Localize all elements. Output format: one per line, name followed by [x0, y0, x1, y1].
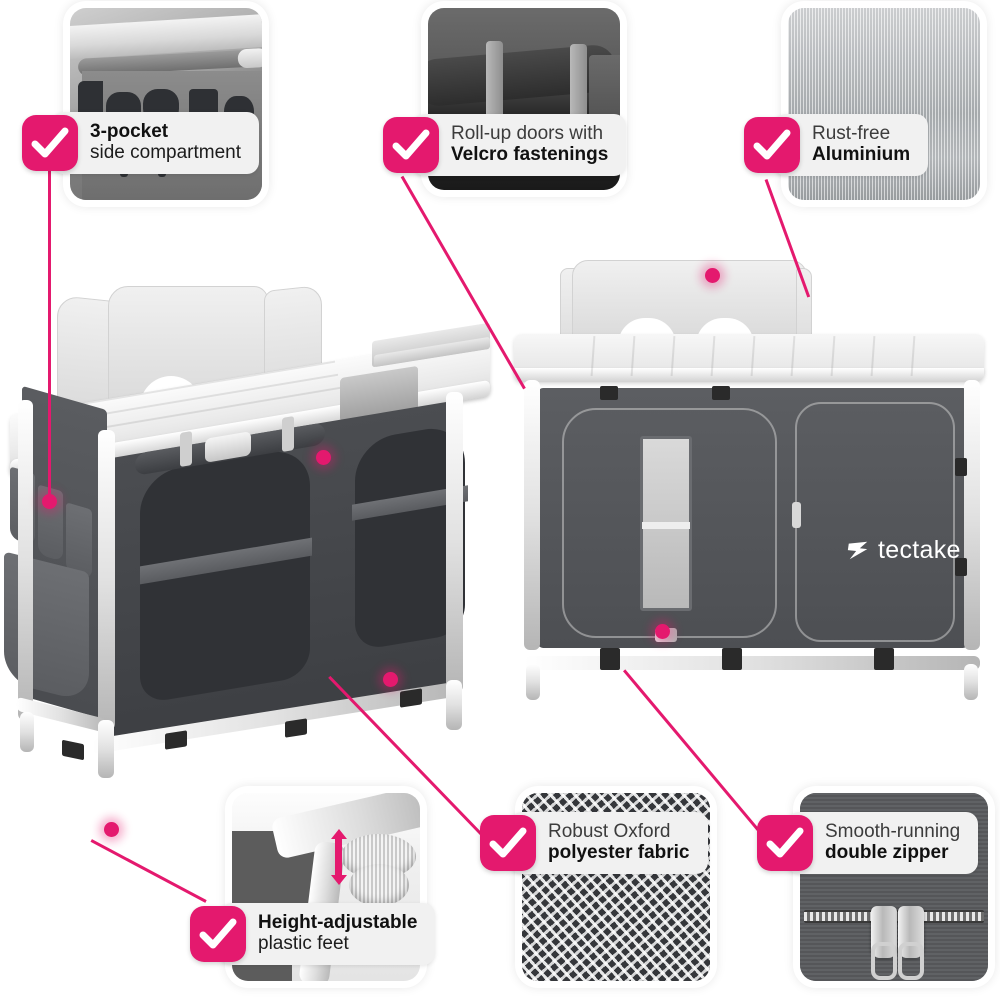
top-clip	[600, 386, 618, 400]
connector-dot-double-zipper	[655, 624, 670, 639]
callout-line-1: Robust Oxford	[548, 821, 671, 842]
callout-double-zipper[interactable]: Smooth-running double zipper	[757, 812, 979, 874]
connector-dot-roll-up-doors	[316, 450, 331, 465]
callout-line-1: Rust-free	[812, 123, 891, 144]
check-icon	[489, 827, 527, 858]
callout-line-1: Smooth-running	[825, 821, 961, 842]
product-camping-kitchen-closed: tectake	[500, 240, 1000, 710]
frame-foot-left	[526, 664, 540, 700]
strap-buckle	[874, 648, 894, 670]
connector-dot-aluminium	[705, 268, 720, 283]
frame-foot-right	[964, 664, 978, 700]
height-adjust-arrow-icon	[335, 838, 343, 876]
connector-dot-oxford-fabric	[383, 672, 398, 687]
callout-aluminium[interactable]: Rust-free Aluminium	[744, 114, 929, 176]
adjustable-foot-base	[348, 864, 409, 906]
zipper-slider-right	[897, 905, 924, 958]
side-clip	[955, 458, 967, 476]
callout-line-2: polyester fabric	[548, 842, 690, 864]
frame-foot-right	[446, 680, 462, 730]
top-clip	[712, 386, 730, 400]
side-pocket-large-bin	[4, 551, 89, 703]
callout-oxford-fabric[interactable]: Robust Oxford polyester fabric	[480, 812, 708, 874]
windshield-center-panel	[572, 260, 807, 345]
strap-buckle	[62, 739, 84, 761]
tectake-mark-icon	[847, 541, 868, 559]
strap-buckle	[600, 648, 620, 670]
zipper-pull-right	[792, 502, 801, 528]
frame-leg-front-right	[446, 392, 463, 692]
velcro-strap	[282, 415, 294, 453]
frame-leg-right	[964, 380, 980, 650]
frame-rail-bottom	[524, 656, 980, 670]
callout-line-1: Roll-up doors with	[451, 123, 604, 144]
counter-top-front-edge	[514, 368, 984, 382]
connector-dot-height-feet	[104, 822, 119, 837]
strap-buckle	[722, 648, 742, 670]
callout-line-2: Aluminium	[812, 144, 911, 166]
check-badge	[190, 905, 246, 962]
callout-card: Smooth-running double zipper	[787, 812, 979, 874]
callout-card: Roll-up doors with Velcro fastenings	[413, 114, 627, 176]
connector-dot-three-pocket	[42, 494, 57, 509]
strap-buckle	[165, 730, 187, 750]
zipper-slider-left	[871, 905, 898, 958]
callout-line-1: Height-adjustable	[258, 912, 418, 933]
callout-line-1: 3-pocket	[90, 121, 169, 142]
connector-line-three-pocket	[48, 170, 51, 500]
callout-line-2: side compartment	[90, 142, 242, 164]
frame-foot-rear	[20, 712, 34, 752]
frame-leg-rear-left	[18, 400, 33, 720]
velcro-strap-left	[485, 40, 503, 125]
strap-buckle	[400, 688, 422, 708]
callout-line-2: double zipper	[825, 842, 949, 864]
check-icon	[753, 129, 791, 160]
frame-foot-left	[98, 720, 114, 778]
callout-height-feet[interactable]: Height-adjustable plastic feet	[190, 903, 436, 965]
check-badge	[480, 814, 536, 871]
brand-logo: tectake	[845, 536, 961, 565]
velcro-strap-right	[570, 44, 588, 129]
check-icon	[766, 827, 804, 858]
callout-line-2: plastic feet	[258, 933, 349, 955]
check-icon	[199, 918, 237, 949]
callout-card: 3-pocket side compartment	[52, 112, 260, 174]
callout-three-pocket[interactable]: 3-pocket side compartment	[22, 112, 260, 174]
product-camping-kitchen-open	[0, 280, 500, 850]
side-clip	[955, 558, 967, 576]
check-icon	[31, 127, 69, 158]
check-badge	[757, 814, 813, 871]
door-zip-seam-right	[795, 402, 955, 642]
check-badge	[22, 114, 78, 171]
callout-roll-up-doors[interactable]: Roll-up doors with Velcro fastenings	[383, 114, 627, 176]
check-badge	[383, 116, 439, 173]
check-icon	[392, 129, 430, 160]
strap-buckle	[285, 718, 307, 738]
frame-leg-front-left	[98, 430, 115, 730]
brand-name: tectake	[878, 536, 961, 564]
frame-leg-left	[524, 380, 540, 650]
velcro-strap	[180, 430, 192, 468]
window-shelf-line	[642, 522, 690, 529]
callout-card: Height-adjustable plastic feet	[220, 903, 436, 965]
check-badge	[744, 116, 800, 173]
callout-card: Robust Oxford polyester fabric	[510, 812, 708, 874]
callout-line-2: Velcro fastenings	[451, 144, 609, 166]
